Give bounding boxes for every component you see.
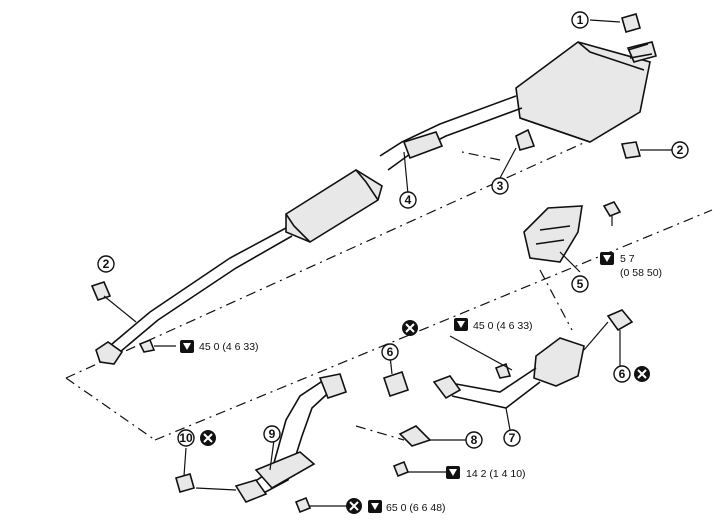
callout-1: 1 bbox=[571, 11, 589, 29]
leader-dash-8 bbox=[355, 425, 405, 441]
torque-spec-t3a: 5 7 bbox=[620, 253, 635, 265]
tail-pipe bbox=[627, 43, 653, 59]
torque-spec-t3b: (0 58 50) bbox=[620, 267, 662, 279]
torque-spec-t4: 14 2 (1 4 10) bbox=[466, 468, 526, 480]
callout-number: 4 bbox=[405, 193, 412, 207]
front-flange bbox=[95, 341, 124, 365]
mounting-rubber-3 bbox=[515, 128, 536, 151]
callout-2: 2 bbox=[671, 141, 689, 159]
center-pipe bbox=[379, 95, 523, 171]
boundary-line-left bbox=[65, 377, 156, 441]
flange-nut bbox=[138, 338, 156, 353]
callout-number: 7 bbox=[509, 431, 516, 445]
torque-spec-t1: 45 0 (4 6 33) bbox=[199, 341, 259, 353]
gasket-10 bbox=[175, 473, 195, 493]
mounting-rubber-1 bbox=[621, 13, 641, 33]
leader-dash-3 bbox=[461, 151, 501, 161]
boundary-line-bottom bbox=[154, 209, 713, 441]
nut-14 bbox=[392, 460, 410, 478]
mounting-rubber-2-left bbox=[90, 281, 112, 301]
front-tube bbox=[111, 227, 293, 353]
nut-65 bbox=[294, 496, 312, 514]
heat-insulator bbox=[523, 205, 583, 263]
callout-9: 9 bbox=[263, 425, 281, 443]
insulator-bolt bbox=[602, 201, 622, 217]
sub-muffler bbox=[285, 169, 383, 243]
callout-number: 3 bbox=[497, 179, 504, 193]
callout-5: 5 bbox=[571, 275, 589, 293]
callout-number: 10 bbox=[179, 431, 193, 445]
callout-2: 2 bbox=[97, 255, 115, 273]
torque-spec-t5: 65 0 (6 6 48) bbox=[386, 502, 446, 514]
callout-number: 6 bbox=[619, 367, 626, 381]
callout-3: 3 bbox=[491, 177, 509, 195]
callout-number: 6 bbox=[387, 345, 394, 359]
callout-number: 1 bbox=[577, 13, 584, 27]
bracket-8 bbox=[398, 425, 432, 447]
callout-7: 7 bbox=[503, 429, 521, 447]
callout-4: 4 bbox=[399, 191, 417, 209]
callout-number: 2 bbox=[103, 257, 110, 271]
boundary-line-top bbox=[65, 139, 591, 379]
callout-6: 6 bbox=[613, 365, 631, 383]
exhaust-front-pipe bbox=[234, 373, 348, 503]
torque-spec-t2: 45 0 (4 6 33) bbox=[473, 320, 533, 332]
callout-number: 5 bbox=[577, 277, 584, 291]
nut-45-lower bbox=[494, 362, 512, 379]
callout-8: 8 bbox=[465, 431, 483, 449]
callout-number: 8 bbox=[471, 433, 478, 447]
callout-6: 6 bbox=[381, 343, 399, 361]
callout-number: 9 bbox=[269, 427, 276, 441]
gasket-6-right bbox=[606, 309, 634, 332]
callout-number: 2 bbox=[677, 143, 684, 157]
main-muffler bbox=[515, 41, 657, 143]
mounting-rubber-2-right bbox=[620, 141, 642, 159]
callout-10: 10 bbox=[177, 429, 195, 447]
gasket-6-left bbox=[382, 370, 410, 398]
